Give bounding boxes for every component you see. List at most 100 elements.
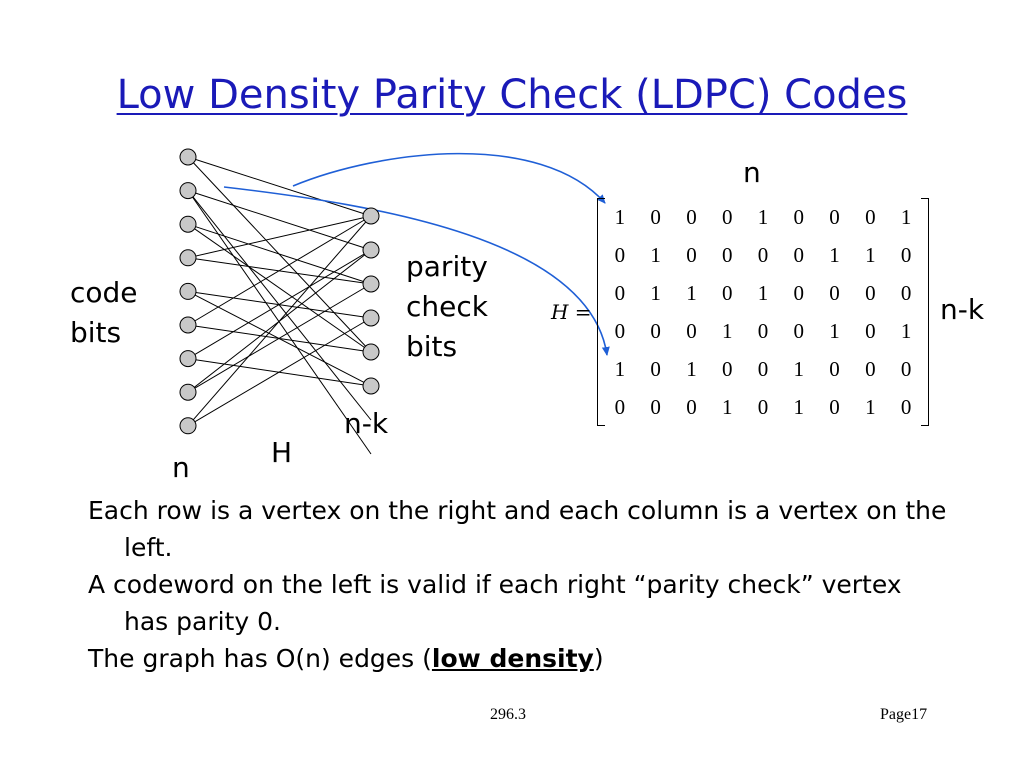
matrix-cell: 0 bbox=[721, 204, 733, 229]
matrix-cell: 1 bbox=[614, 204, 626, 229]
matrix-cell: 0 bbox=[650, 356, 661, 381]
matrix-cell: 0 bbox=[865, 204, 876, 229]
low-density-emphasis: low density bbox=[431, 644, 594, 673]
matrix-cell: 1 bbox=[721, 394, 733, 419]
matrix-cell: 1 bbox=[793, 356, 805, 381]
matrix-cell: 0 bbox=[793, 280, 805, 305]
matrix-cell: 0 bbox=[721, 242, 733, 267]
code-bit-node bbox=[179, 282, 197, 300]
column-arrows bbox=[223, 152, 610, 356]
matrix-cell: 1 bbox=[650, 280, 661, 305]
bullet-item: The graph has O(n) edges (low density) bbox=[88, 640, 948, 677]
parity-label-line-2: check bbox=[406, 290, 488, 323]
matrix-cell: 0 bbox=[829, 356, 840, 381]
matrix-cell: 0 bbox=[650, 204, 661, 229]
matrix-cell: 1 bbox=[757, 204, 769, 229]
matrix-cell: 0 bbox=[757, 356, 769, 381]
parity-check-bits-label: parity check bits bbox=[406, 247, 488, 367]
left-count-label: n bbox=[172, 451, 190, 484]
graph-edge bbox=[187, 283, 372, 393]
graph-edge bbox=[187, 215, 372, 427]
footer-course-number: 296.3 bbox=[490, 706, 526, 723]
matrix-cell: 0 bbox=[865, 280, 876, 305]
matrix-cell: 0 bbox=[757, 394, 769, 419]
matrix-cell: 0 bbox=[900, 242, 912, 267]
matrix-cell: 1 bbox=[614, 356, 626, 381]
matrix-cell: 0 bbox=[614, 280, 626, 305]
code-bit-node bbox=[179, 383, 197, 401]
graph-edges bbox=[187, 156, 372, 455]
matrix-cell: 0 bbox=[650, 318, 661, 343]
matrix-row-label: n-k bbox=[940, 293, 985, 326]
matrix-cell: 0 bbox=[686, 318, 697, 343]
matrix-cell: 1 bbox=[865, 394, 876, 419]
matrix-cell: 1 bbox=[829, 318, 840, 343]
bullet-item: Each row is a vertex on the right and ea… bbox=[88, 496, 947, 562]
code-bits-label: code bits bbox=[70, 273, 138, 353]
matrix-cell: 0 bbox=[829, 394, 840, 419]
footer-page-number: Page17 bbox=[880, 706, 928, 723]
matrix-cell: 1 bbox=[686, 356, 697, 381]
graph-edge bbox=[187, 223, 372, 285]
matrix-cell: 0 bbox=[900, 280, 912, 305]
code-bit-node bbox=[179, 182, 197, 200]
code-bit-node bbox=[179, 350, 197, 368]
matrix-cell: 0 bbox=[614, 394, 626, 419]
matrix-cell: 0 bbox=[686, 394, 697, 419]
column-arrow-1 bbox=[292, 152, 606, 204]
bullet-text-after: ) bbox=[593, 644, 604, 673]
code-bit-node bbox=[179, 215, 197, 233]
parity-check-node bbox=[362, 241, 380, 259]
matrix-cell: 1 bbox=[900, 204, 912, 229]
code-bit-node bbox=[179, 148, 197, 166]
parity-check-node bbox=[362, 207, 380, 225]
matrix-cell: 0 bbox=[614, 242, 626, 267]
graph-edge bbox=[187, 249, 372, 360]
code-bit-node bbox=[179, 417, 197, 435]
matrix-cell: 1 bbox=[900, 318, 912, 343]
bullet-text-before: The graph has O(n) edges ( bbox=[88, 644, 432, 673]
matrix-cell: 0 bbox=[865, 356, 876, 381]
graph-edge bbox=[187, 215, 372, 259]
graph-edge bbox=[187, 156, 372, 217]
graph-edge bbox=[187, 190, 372, 251]
parity-check-node bbox=[362, 309, 380, 327]
graph-edge bbox=[187, 317, 372, 427]
matrix-cell: 1 bbox=[865, 242, 876, 267]
matrix-cell: 0 bbox=[793, 242, 805, 267]
parity-check-node bbox=[362, 377, 380, 395]
right-count-label: n-k bbox=[344, 407, 389, 440]
matrix-cell: 0 bbox=[650, 394, 661, 419]
column-arrow-2 bbox=[223, 186, 610, 356]
graph-edge bbox=[187, 223, 372, 353]
matrix-cell: 1 bbox=[829, 242, 840, 267]
parity-label-line-3: bits bbox=[406, 330, 458, 363]
graph-edge bbox=[187, 215, 372, 326]
matrix-column-label: n bbox=[743, 156, 761, 189]
matrix-cell: 0 bbox=[721, 280, 733, 305]
matrix-cell: 0 bbox=[865, 318, 876, 343]
bullet-list: Each row is a vertex on the right and ea… bbox=[88, 492, 948, 677]
matrix-cell: 0 bbox=[757, 318, 769, 343]
code-bit-node bbox=[179, 316, 197, 334]
slide-title: Low Density Parity Check (LDPC) Codes bbox=[116, 72, 908, 118]
graph-nodes bbox=[179, 148, 380, 435]
bullet-item: A codeword on the left is valid if each … bbox=[88, 570, 902, 636]
matrix-symbol: H = bbox=[551, 300, 592, 324]
matrix-cell: 1 bbox=[650, 242, 661, 267]
matrix-cell: 0 bbox=[757, 242, 769, 267]
matrix-cell: 0 bbox=[829, 280, 840, 305]
graph-h-label: H bbox=[271, 436, 293, 469]
parity-check-node bbox=[362, 343, 380, 361]
code-bits-line-2: bits bbox=[70, 316, 122, 349]
matrix-cell: 1 bbox=[757, 280, 769, 305]
parity-check-node bbox=[362, 275, 380, 293]
matrix-cell: 1 bbox=[793, 394, 805, 419]
matrix-cell: 1 bbox=[721, 318, 733, 343]
matrix-cell: 0 bbox=[614, 318, 626, 343]
matrix-cell: 0 bbox=[900, 356, 912, 381]
matrix-cell: 0 bbox=[793, 204, 805, 229]
